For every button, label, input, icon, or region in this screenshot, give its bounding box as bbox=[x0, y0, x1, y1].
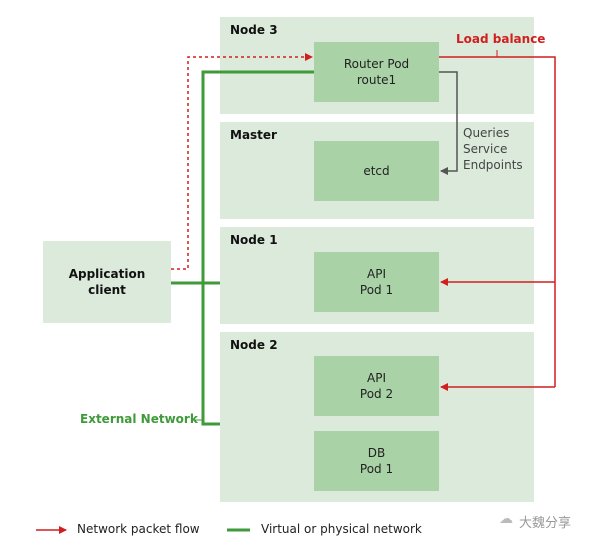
db-pod-1-line2: Pod 1 bbox=[359, 462, 394, 476]
application-client[interactable]: Application client bbox=[43, 241, 171, 323]
db-pod-1-line1: DB bbox=[367, 446, 386, 460]
etcd-pod[interactable]: etcd bbox=[314, 141, 439, 201]
router-pod-route: route1 bbox=[356, 73, 397, 87]
node-1-title: Node 1 bbox=[230, 233, 278, 247]
router-pod[interactable]: Router Pod route1 bbox=[314, 42, 439, 102]
router-pod-label: Router Pod bbox=[343, 57, 410, 71]
external-network-label: External Network bbox=[80, 412, 198, 426]
queries-line-1: Queries bbox=[463, 126, 510, 140]
queries-line-2: Service bbox=[463, 142, 508, 156]
api-pod-1-line1: API bbox=[367, 267, 386, 281]
api-pod-2[interactable]: API Pod 2 bbox=[314, 356, 439, 416]
load-balance-label: Load balance bbox=[456, 32, 546, 46]
watermark-text: 大魏分享 bbox=[519, 516, 572, 531]
dotted-packet-flow bbox=[171, 53, 313, 270]
api-pod-1-line2: Pod 1 bbox=[359, 283, 394, 297]
legend-network: Virtual or physical network bbox=[261, 522, 422, 536]
client-line2: client bbox=[88, 283, 126, 297]
api-pod-2-line2: Pod 2 bbox=[359, 387, 394, 401]
query-line bbox=[439, 71, 458, 175]
legend-packet-flow: Network packet flow bbox=[77, 522, 200, 536]
db-pod-1[interactable]: DB Pod 1 bbox=[314, 431, 439, 491]
client-line1: Application bbox=[68, 267, 146, 281]
load-balance-line bbox=[439, 56, 556, 387]
api-pod-1[interactable]: API Pod 1 bbox=[314, 252, 439, 312]
master-title: Master bbox=[230, 128, 277, 142]
queries-label: Queries Service Endpoints bbox=[463, 125, 523, 173]
wechat-icon: ☁ bbox=[499, 511, 513, 527]
node-3-title: Node 3 bbox=[230, 23, 278, 37]
node-2-title: Node 2 bbox=[230, 338, 278, 352]
queries-line-3: Endpoints bbox=[463, 158, 523, 172]
green-network-line bbox=[201, 70, 314, 426]
api-pod-2-line1: API bbox=[367, 371, 386, 385]
etcd-label: etcd bbox=[363, 164, 390, 178]
